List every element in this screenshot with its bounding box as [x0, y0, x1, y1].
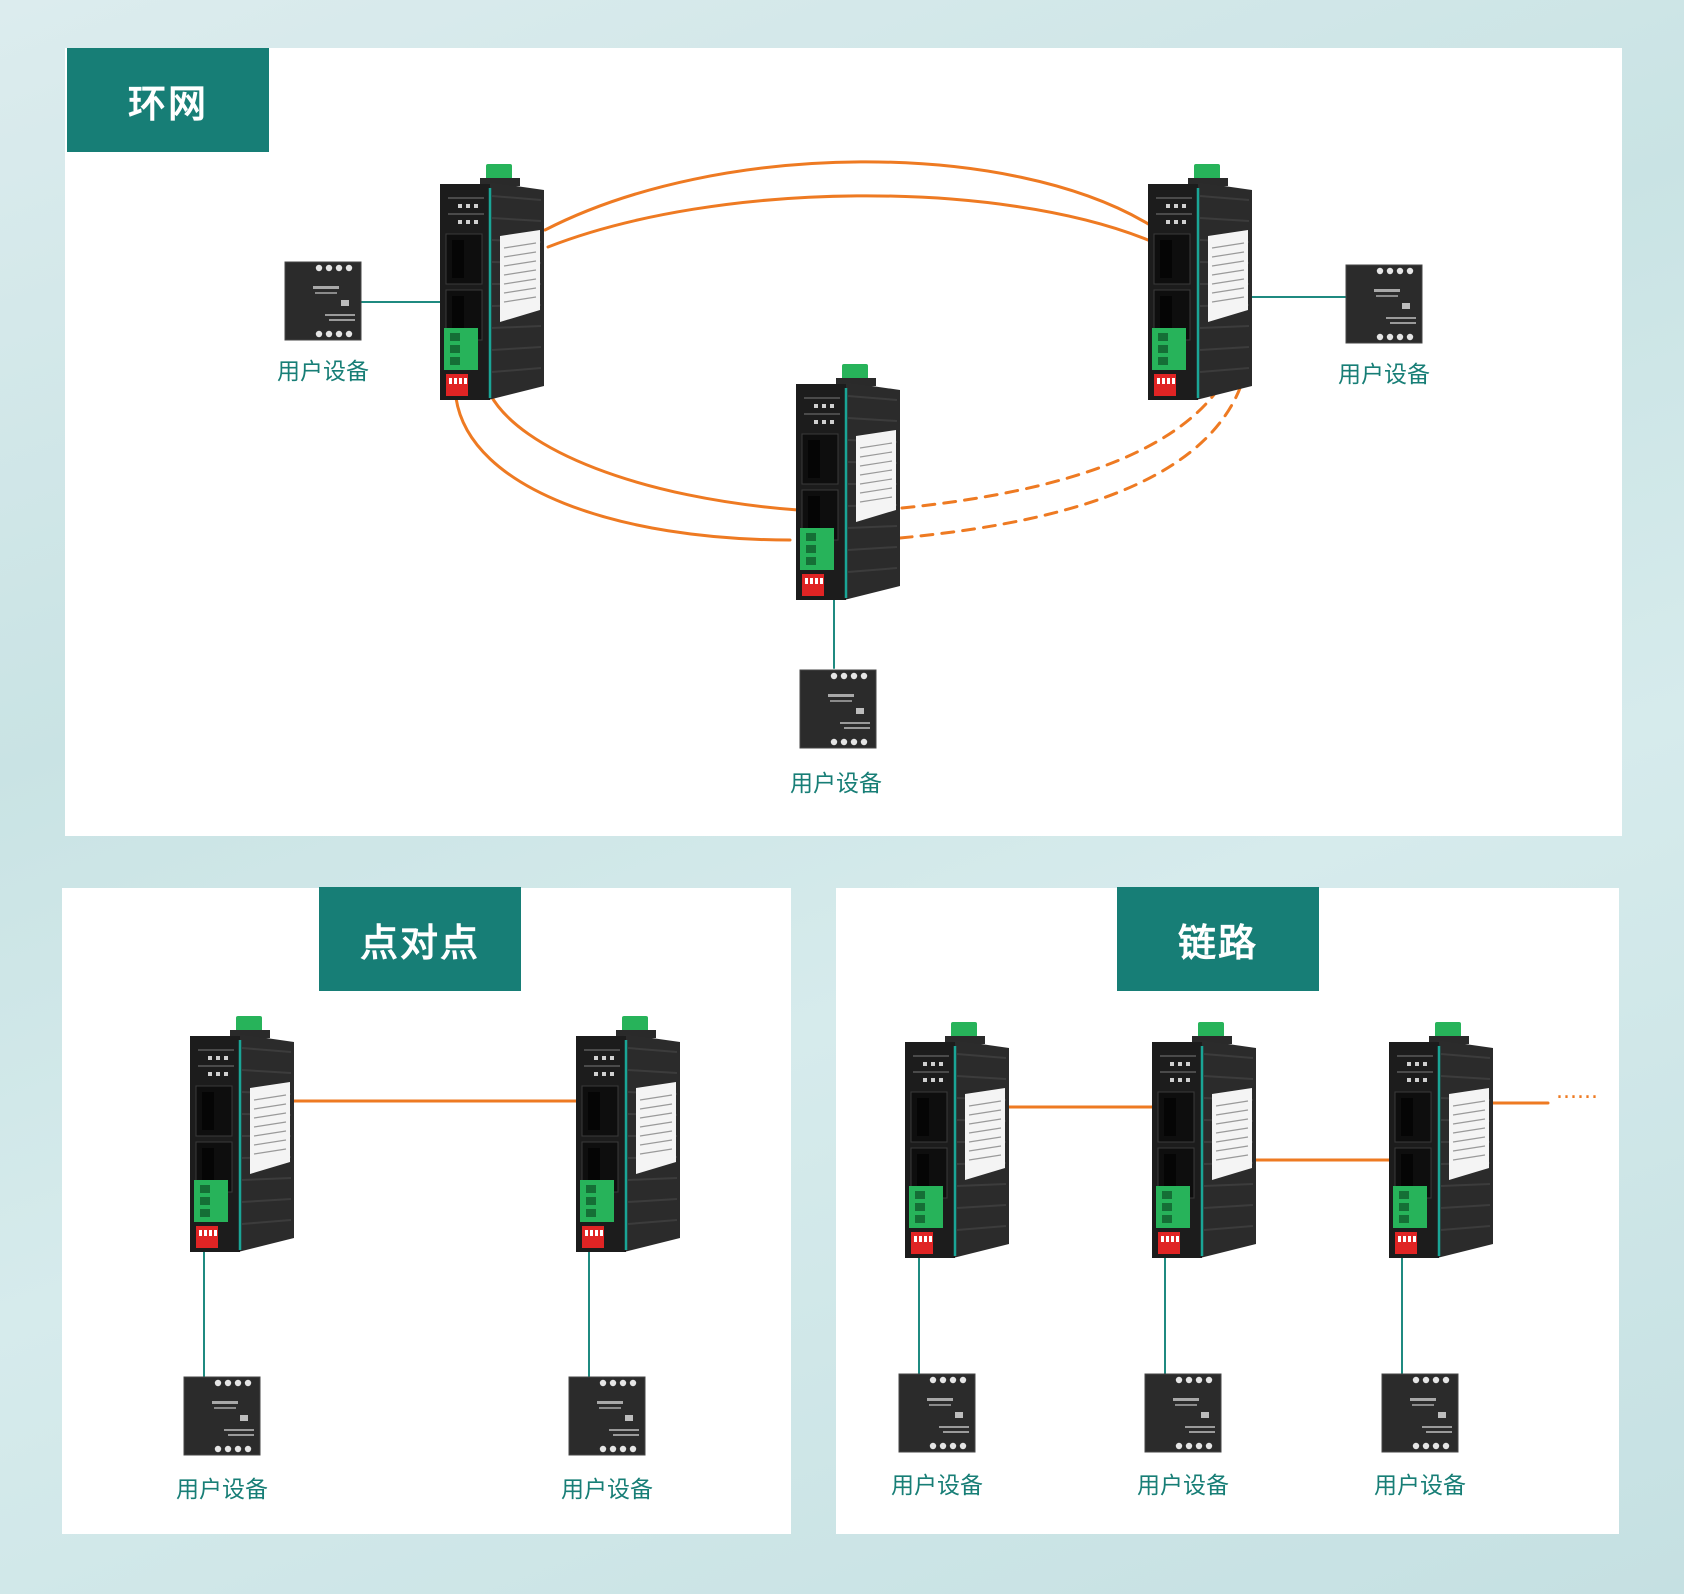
- chain-converter-2: [1152, 1022, 1256, 1258]
- point-to-point-title: 点对点: [319, 887, 521, 991]
- ring-user-device-bottom: [799, 669, 877, 749]
- ring-user-device-bottom-label: 用户设备: [790, 771, 882, 797]
- ring-converter-bottom: [796, 364, 900, 600]
- ring-user-device-left: [284, 261, 362, 341]
- p2p-user-device-left-label: 用户设备: [176, 1477, 268, 1503]
- ring-converter-left: [440, 164, 544, 400]
- p2p-converter-left: [190, 1016, 294, 1252]
- chain-user-device-2-label: 用户设备: [1137, 1473, 1229, 1499]
- ring-user-device-right-label: 用户设备: [1338, 362, 1430, 388]
- chain-converter-3: [1389, 1022, 1493, 1258]
- ring-user-device-right: [1345, 264, 1423, 344]
- ring-converter-right: [1148, 164, 1252, 400]
- chain-title: 链路: [1117, 887, 1319, 991]
- ring-title: 环网: [67, 48, 269, 152]
- chain-user-device-3-label: 用户设备: [1374, 1473, 1466, 1499]
- chain-user-device-3: [1381, 1373, 1459, 1453]
- p2p-user-device-left: [183, 1376, 261, 1456]
- chain-user-device-2: [1144, 1373, 1222, 1453]
- ring-user-device-left-label: 用户设备: [277, 359, 369, 385]
- p2p-user-device-right-label: 用户设备: [561, 1477, 653, 1503]
- chain-user-device-1-label: 用户设备: [891, 1473, 983, 1499]
- chain-converter-1: [905, 1022, 1009, 1258]
- p2p-user-device-right: [568, 1376, 646, 1456]
- p2p-converter-right: [576, 1016, 680, 1252]
- chain-user-device-1: [898, 1373, 976, 1453]
